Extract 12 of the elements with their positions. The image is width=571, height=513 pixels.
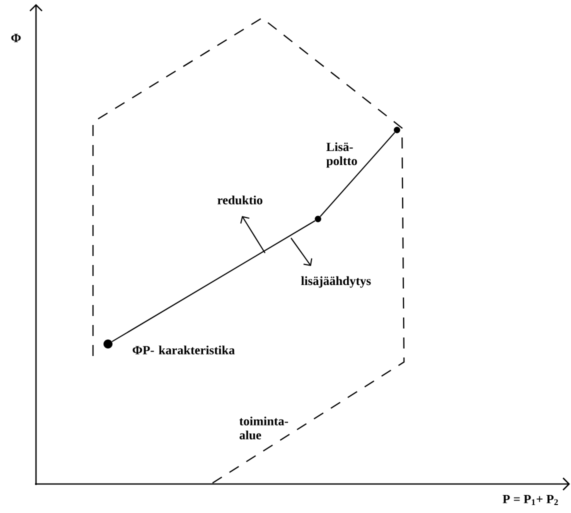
axis-label: Φ (11, 34, 21, 42)
annotation: toiminta- alue (239, 416, 288, 440)
characteristic-line (320, 132, 396, 217)
annotation: reduktio (218, 196, 262, 204)
characteristic-line (112, 220, 316, 342)
annotation: Lisä- poltto (326, 142, 357, 168)
axis-label: P = P$_{1}$+ P$_{2}$ (502, 495, 558, 505)
annotation: ΦP- karakteristika (132, 346, 235, 354)
point (314, 216, 322, 222)
point (104, 340, 112, 348)
annotation: lisäjäähdytys (301, 276, 371, 288)
point (394, 126, 400, 134)
